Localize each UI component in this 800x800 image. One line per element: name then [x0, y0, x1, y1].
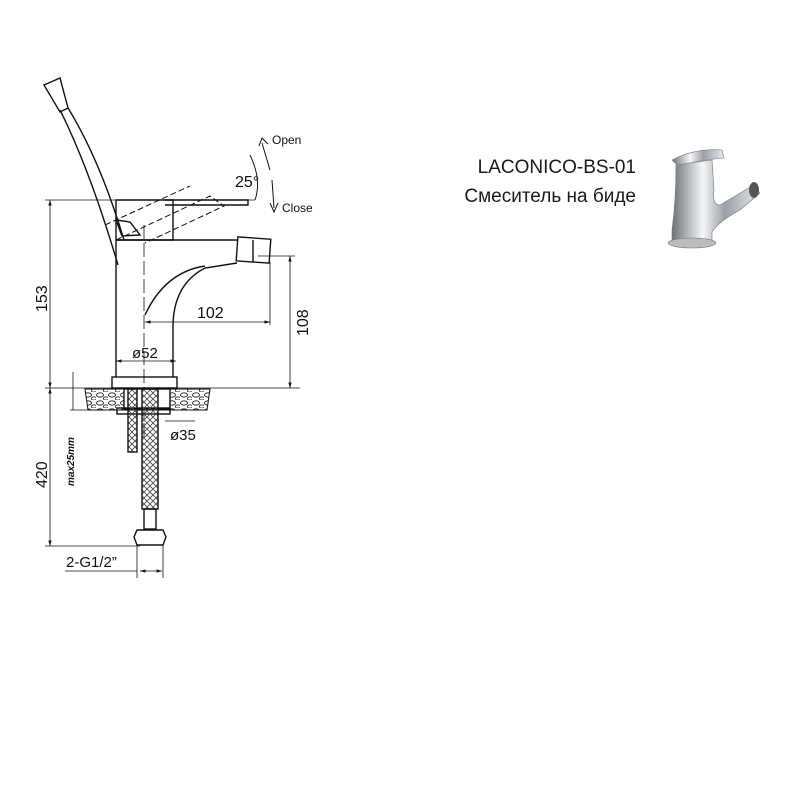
open-arrow-icon — [258, 137, 271, 171]
fixing-stud — [127, 388, 138, 453]
dim-connection — [65, 545, 164, 578]
close-arrow-icon — [269, 179, 279, 214]
dim-153-label: 153 — [34, 285, 51, 312]
dim-108 — [258, 255, 295, 388]
supply-hose — [141, 388, 159, 510]
dim-153 — [45, 199, 120, 388]
product-description: Смеситель на биде — [464, 186, 636, 207]
dim-connection-label: 2-G1/2” — [66, 554, 117, 571]
dim-102 — [145, 262, 271, 325]
hose-nut — [133, 529, 167, 546]
product-photo — [667, 149, 761, 249]
dim-108-label: 108 — [295, 309, 312, 336]
dim-52-label: ø52 — [132, 345, 158, 362]
lever-handle-rotated-dashed — [104, 185, 225, 244]
dim-35-label: ø35 — [170, 427, 196, 444]
close-label: Close — [282, 201, 313, 215]
dim-420-label: 420 — [34, 461, 51, 488]
dim-102-label: 102 — [197, 305, 224, 322]
angle-arc — [249, 154, 259, 201]
product-model: LACONICO-BS-01 — [477, 157, 636, 178]
dim-max25-label: max25mm — [66, 437, 77, 486]
lever-handle-open — [42, 77, 142, 266]
angle-label: 25° — [235, 174, 259, 191]
dim-420 — [45, 388, 140, 547]
open-label: Open — [272, 133, 301, 147]
